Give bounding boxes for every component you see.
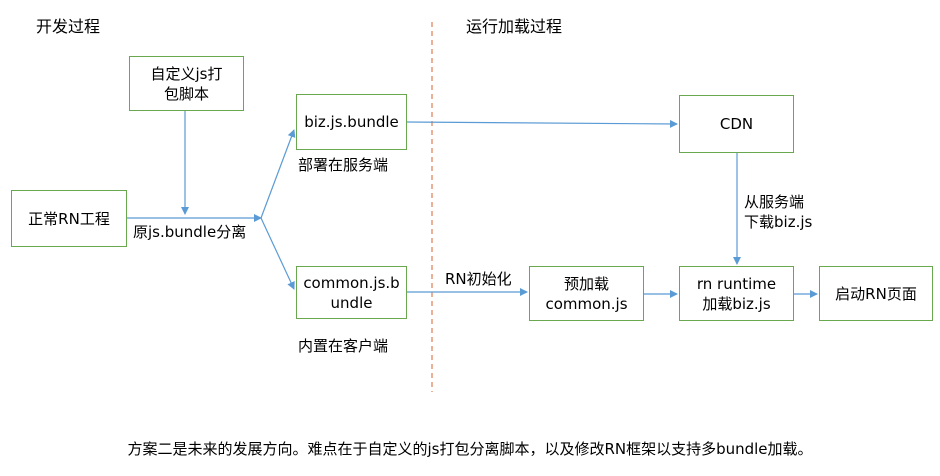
node-cdn: CDN	[679, 95, 794, 153]
node-launch-label: 启动RN页面	[835, 284, 917, 303]
node-common-bundle: common.js.b undle	[296, 266, 407, 319]
node-preload-line1: 预加载	[563, 274, 609, 293]
arrow-split-to-biz	[260, 129, 296, 219]
arrow-biz-to-cdn	[405, 119, 678, 128]
node-rn-runtime-line1: rn runtime	[696, 274, 777, 293]
node-cdn-label: CDN	[719, 115, 754, 133]
arrow-split-to-common	[260, 217, 295, 290]
node-launch-rn-page: 启动RN页面	[819, 266, 933, 321]
label-deploy-server: 部署在服务端	[298, 156, 389, 174]
node-common-bundle-line1: common.js.b	[303, 273, 400, 292]
runtime-process-heading: 运行加载过程	[466, 17, 563, 36]
node-biz-bundle: biz.js.bundle	[296, 94, 407, 150]
label-split-bundle: 原js.bundle分离	[133, 223, 247, 241]
caption-text: 方案二是未来的发展方向。难点在于自定义的js打包分离脚本，以及修改RN框架以支持…	[127, 440, 813, 458]
label-download-line1: 从服务端	[744, 193, 805, 211]
node-biz-bundle-label: biz.js.bundle	[304, 113, 399, 131]
node-preload-line2: common.js	[545, 294, 628, 313]
label-builtin-client: 内置在客户端	[298, 337, 389, 355]
node-custom-pack-line1: 自定义js打	[150, 64, 223, 83]
node-custom-pack-line2: 包脚本	[163, 84, 209, 103]
node-common-bundle-line2: undle	[330, 293, 373, 312]
node-normal-rn-project: 正常RN工程	[11, 190, 127, 247]
node-preload-common: 预加载 common.js	[529, 266, 644, 321]
node-normal-rn-label: 正常RN工程	[28, 209, 110, 228]
node-rn-runtime-line2: 加载biz.js	[702, 294, 771, 313]
label-download-line2: 下载biz.js	[744, 213, 813, 231]
node-rn-runtime: rn runtime 加载biz.js	[679, 266, 794, 321]
dev-process-heading: 开发过程	[36, 17, 101, 36]
node-custom-pack-script: 自定义js打 包脚本	[129, 56, 244, 111]
label-rn-init: RN初始化	[445, 270, 512, 288]
